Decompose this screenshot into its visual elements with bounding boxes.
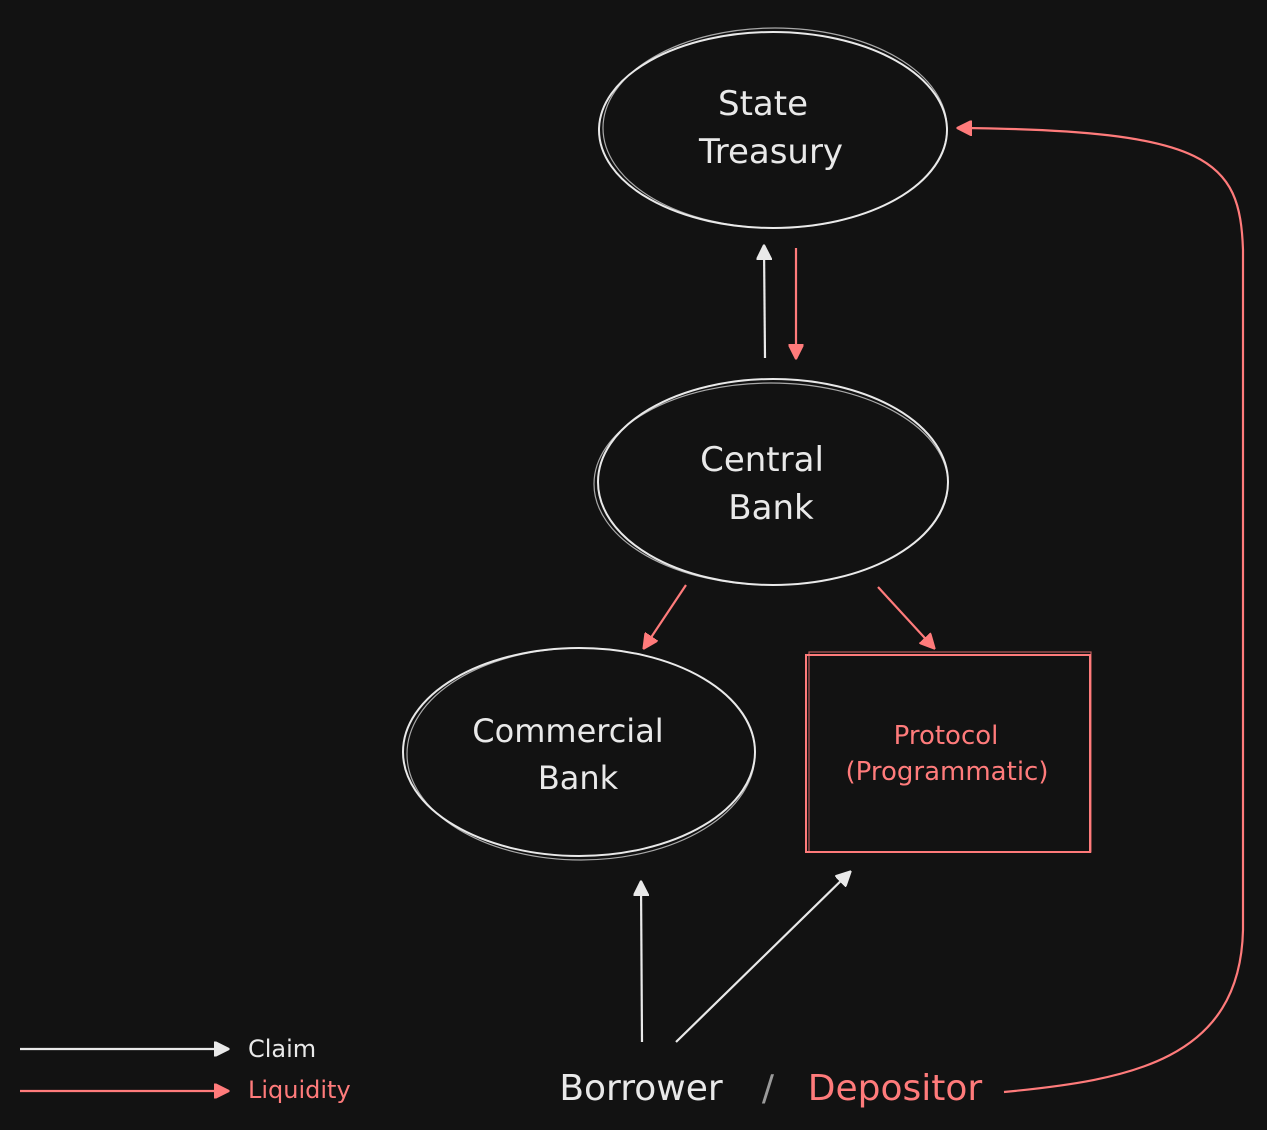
commercial-bank-label-line2: Bank — [538, 759, 619, 797]
protocol-box-sketch — [808, 651, 1092, 853]
protocol-label-line2: (Programmatic) — [846, 757, 1049, 787]
depositor-label: Depositor — [808, 1068, 983, 1109]
central-bank-label-line2: Bank — [728, 488, 814, 528]
edge-borrower-to-protocol-claim — [675, 872, 850, 1043]
commercial-bank-ellipse-sketch — [406, 647, 756, 861]
borrower-label: Borrower — [559, 1068, 723, 1109]
central-bank-ellipse-sketch — [593, 382, 949, 586]
state-treasury-label-line2: Treasury — [698, 132, 843, 172]
central-bank-node: Central Bank — [593, 378, 949, 586]
edge-central-bank-to-commercial-bank-liquidity — [644, 584, 687, 648]
edge-central-bank-to-protocol-liquidity — [877, 586, 934, 648]
state-treasury-ellipse — [598, 31, 948, 229]
commercial-bank-label-line1: Commercial — [472, 712, 663, 750]
edge-borrower-to-commercial-bank-claim — [641, 882, 642, 1043]
protocol-label-line1: Protocol — [894, 721, 999, 751]
state-treasury-node: State Treasury — [598, 27, 948, 229]
edge-central-bank-to-state-treasury-claim — [764, 246, 765, 359]
commercial-bank-ellipse — [402, 647, 756, 857]
borrower-depositor-label: Borrower / Depositor — [559, 1068, 982, 1109]
commercial-bank-node: Commercial Bank — [402, 647, 756, 861]
state-treasury-ellipse-sketch — [602, 27, 948, 229]
state-treasury-label-line1: State — [718, 84, 808, 124]
protocol-node: Protocol (Programmatic) — [805, 651, 1092, 853]
legend-claim-label: Claim — [248, 1035, 316, 1063]
edge-depositor-to-state-treasury-liquidity — [958, 128, 1245, 1094]
protocol-box — [805, 654, 1091, 853]
legend: Claim Liquidity — [20, 1035, 351, 1104]
separator-label: / — [762, 1068, 775, 1109]
central-bank-label-line1: Central — [700, 440, 824, 480]
legend-liquidity-label: Liquidity — [248, 1076, 351, 1104]
edges — [641, 128, 1245, 1094]
